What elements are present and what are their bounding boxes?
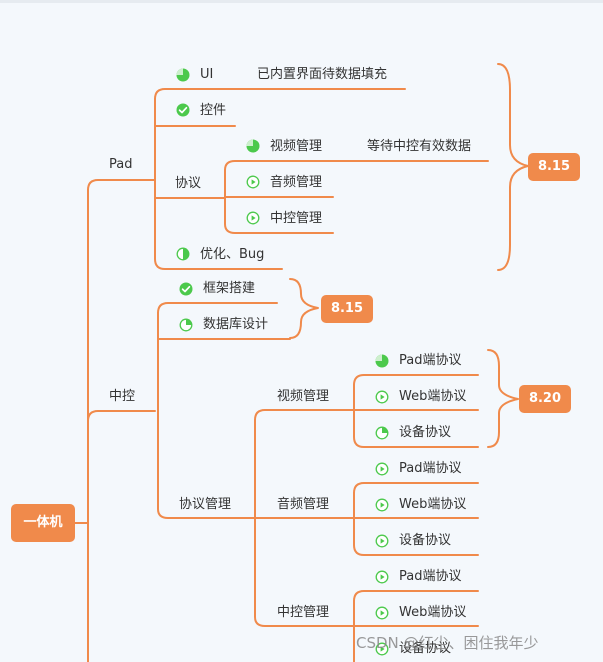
central-top-brace <box>289 278 319 339</box>
pm-video-line <box>254 409 355 421</box>
pm-central-pad-line <box>353 590 479 602</box>
pm-video-web-protocol[interactable]: Web端协议 <box>399 389 467 404</box>
pad-audio-node[interactable]: 音频管理 <box>270 175 323 190</box>
central-deadline-badge[interactable]: 8.15 <box>321 295 373 323</box>
pad-controls-node[interactable]: 控件 <box>200 103 227 118</box>
pad-central-node[interactable]: 中控管理 <box>270 211 323 226</box>
trunk-to-central <box>87 410 156 422</box>
central-framework-line <box>157 302 278 314</box>
check-done-icon <box>179 282 193 296</box>
pad-video-node[interactable]: 视频管理 <box>270 139 323 154</box>
pm-video-brace <box>487 349 519 448</box>
pm-audio-vertical <box>353 492 479 556</box>
play-start-icon <box>246 175 260 189</box>
central-database-node[interactable]: 数据库设计 <box>203 317 269 332</box>
pm-audio-web-protocol[interactable]: Web端协议 <box>399 497 467 512</box>
pie-progress-icon <box>375 354 389 368</box>
play-start-icon <box>246 211 260 225</box>
pad-node[interactable]: Pad <box>109 157 133 172</box>
check-done-icon <box>176 103 190 117</box>
pie-progress-icon <box>246 139 260 153</box>
pm-video-node[interactable]: 视频管理 <box>277 389 330 404</box>
pm-audio-node[interactable]: 音频管理 <box>277 497 330 512</box>
pm-vertical <box>254 419 355 627</box>
pm-video-pad-protocol[interactable]: Pad端协议 <box>399 353 462 368</box>
play-start-icon <box>375 642 389 656</box>
play-start-icon <box>375 606 389 620</box>
pie-progress-icon <box>375 426 389 440</box>
pad-proto-vertical <box>224 169 334 234</box>
pad-deadline-badge[interactable]: 8.15 <box>528 153 580 181</box>
pad-vertical <box>154 98 283 270</box>
pm-audio-pad-line <box>353 482 479 494</box>
protocol-mgmt-node[interactable]: 协议管理 <box>179 497 232 512</box>
pie-progress-icon <box>176 68 190 82</box>
pie-progress-icon <box>176 247 190 261</box>
pm-video-vertical <box>353 384 479 448</box>
pad-video-line <box>224 160 489 171</box>
pm-central-web-protocol[interactable]: Web端协议 <box>399 605 467 620</box>
pm-video-deadline-badge[interactable]: 8.20 <box>519 385 571 413</box>
pm-video-device-protocol[interactable]: 设备协议 <box>399 425 452 440</box>
pad-optimize-node[interactable]: 优化、Bug <box>200 247 265 262</box>
central-vertical <box>157 312 256 519</box>
root-node[interactable]: 一体机 <box>11 504 75 542</box>
pad-ui-line <box>154 88 406 100</box>
pad-ui-node[interactable]: UI <box>200 67 214 82</box>
pad-ui-note: 已内置界面待数据填充 <box>257 67 388 82</box>
play-start-icon <box>375 462 389 476</box>
central-node[interactable]: 中控 <box>109 389 136 404</box>
pm-video-pad-line <box>353 374 479 386</box>
play-start-icon <box>375 534 389 548</box>
pm-audio-pad-protocol[interactable]: Pad端协议 <box>399 461 462 476</box>
pm-audio-device-protocol[interactable]: 设备协议 <box>399 533 452 548</box>
pm-central-pad-protocol[interactable]: Pad端协议 <box>399 569 462 584</box>
play-start-icon <box>375 498 389 512</box>
pad-protocol-node[interactable]: 协议 <box>175 176 202 191</box>
watermark: CSDN @红尘、困住我年少 <box>356 634 539 652</box>
central-framework-node[interactable]: 框架搭建 <box>203 281 256 296</box>
top-border <box>0 0 603 3</box>
pm-central-node[interactable]: 中控管理 <box>277 605 330 620</box>
pm-central-device-protocol[interactable]: 设备协议 <box>399 641 452 656</box>
pie-progress-icon <box>179 318 193 332</box>
pad-video-note: 等待中控有效数据 <box>367 139 472 154</box>
play-start-icon <box>375 570 389 584</box>
pad-brace <box>497 63 529 271</box>
play-start-icon <box>375 390 389 404</box>
trunk-to-pad <box>87 179 156 191</box>
